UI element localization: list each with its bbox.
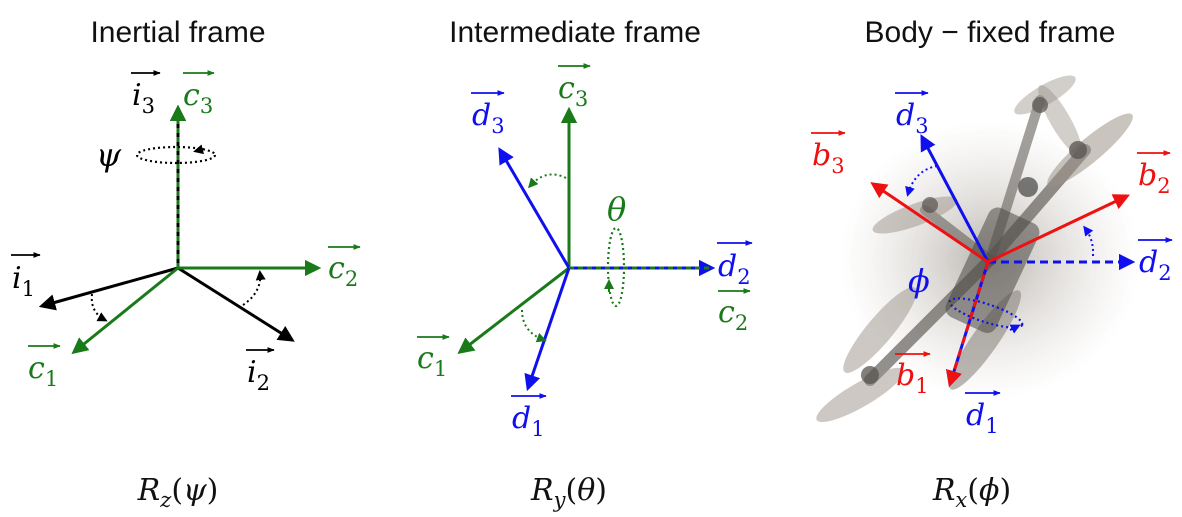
rotation-formula-y: Ry(θ) bbox=[530, 473, 607, 512]
vec-label-c1: c1 bbox=[28, 343, 61, 391]
axis-c1 bbox=[457, 266, 570, 355]
arc-d3-b3 bbox=[905, 165, 938, 197]
angle-theta-label: θ bbox=[607, 190, 626, 228]
vec-label-d1: d1 bbox=[965, 390, 1001, 438]
svg-text:d1: d1 bbox=[966, 398, 999, 438]
rotation-formula-x: Rx(ϕ) bbox=[932, 473, 1011, 512]
vec-label-b1: b1 bbox=[895, 351, 931, 398]
panel-inertial bbox=[38, 104, 322, 355]
svg-text:b2: b2 bbox=[1138, 158, 1171, 198]
svg-text:c2: c2 bbox=[328, 251, 358, 291]
drone-image bbox=[816, 75, 1140, 423]
arc-d2-b2 bbox=[1083, 225, 1095, 257]
svg-text:i1: i1 bbox=[12, 261, 35, 301]
vec-label-c3: c3 bbox=[183, 70, 215, 118]
vec-label-d2: d2 bbox=[717, 240, 753, 289]
vec-label-i1: i1 bbox=[11, 252, 41, 301]
vec-label-i2: i2 bbox=[246, 347, 275, 395]
svg-text:i3: i3 bbox=[132, 78, 155, 118]
rotation-formula-z: Rz(ψ) bbox=[137, 473, 219, 512]
arc-i1-c1 bbox=[90, 293, 108, 322]
vec-label-c1: c1 bbox=[417, 334, 450, 381]
vec-label-d3: d3 bbox=[471, 90, 505, 138]
vec-label-b3: b3 bbox=[811, 130, 846, 178]
svg-text:d1: d1 bbox=[512, 401, 545, 441]
axis-b2 bbox=[987, 194, 1130, 264]
axis-d3 bbox=[920, 134, 990, 263]
vec-label-b2: b2 bbox=[1137, 150, 1171, 198]
svg-text:c1: c1 bbox=[417, 341, 447, 381]
panel-title-intermediate: Intermediate frame bbox=[449, 16, 701, 49]
angle-psi-label: ψ bbox=[96, 136, 122, 174]
arc-c1-d1 bbox=[521, 309, 547, 343]
svg-text:d2: d2 bbox=[1139, 245, 1172, 285]
vec-label-c2: c2 bbox=[328, 244, 361, 291]
axis-i2 bbox=[177, 266, 295, 342]
panel-body-fixed bbox=[816, 75, 1140, 423]
panel-title-inertial: Inertial frame bbox=[90, 16, 265, 49]
axis-c1 bbox=[71, 266, 179, 355]
axis-d3 bbox=[498, 147, 571, 269]
psi-rotation-arrow bbox=[193, 144, 205, 155]
vec-label-c2: c2 bbox=[718, 288, 751, 335]
panel-title-body-fixed: Body − fixed frame bbox=[865, 16, 1116, 49]
panel-intermediate bbox=[457, 106, 716, 392]
phi-rotation-ellipse bbox=[948, 297, 1024, 329]
axis-b1 bbox=[946, 261, 990, 388]
svg-text:d3: d3 bbox=[896, 98, 929, 138]
svg-text:d2: d2 bbox=[718, 249, 751, 289]
vec-label-i3: i3 bbox=[131, 70, 161, 118]
phi-rotation-arrow bbox=[1009, 324, 1021, 334]
svg-text:c3: c3 bbox=[183, 78, 213, 118]
svg-text:c2: c2 bbox=[718, 295, 748, 335]
angle-phi-label: ϕ bbox=[908, 262, 930, 300]
svg-text:c3: c3 bbox=[558, 71, 588, 111]
svg-text:i2: i2 bbox=[247, 355, 270, 395]
arc-c2-i2 bbox=[242, 270, 266, 306]
vec-label-d2: d2 bbox=[1138, 237, 1173, 285]
theta-rotation-ellipse bbox=[606, 226, 626, 308]
vec-label-d1: d1 bbox=[511, 393, 547, 441]
svg-text:b1: b1 bbox=[896, 358, 929, 398]
axis-b3 bbox=[870, 182, 989, 264]
vec-label-c3: c3 bbox=[558, 63, 591, 111]
svg-text:d3: d3 bbox=[472, 98, 505, 138]
svg-text:c1: c1 bbox=[28, 351, 58, 391]
axis-i1 bbox=[38, 266, 179, 311]
vec-label-d3: d3 bbox=[895, 90, 929, 138]
axis-d1 bbox=[524, 267, 571, 392]
svg-text:b3: b3 bbox=[812, 138, 845, 178]
arc-c3-d3 bbox=[528, 173, 567, 189]
psi-rotation-ellipse bbox=[135, 145, 217, 165]
